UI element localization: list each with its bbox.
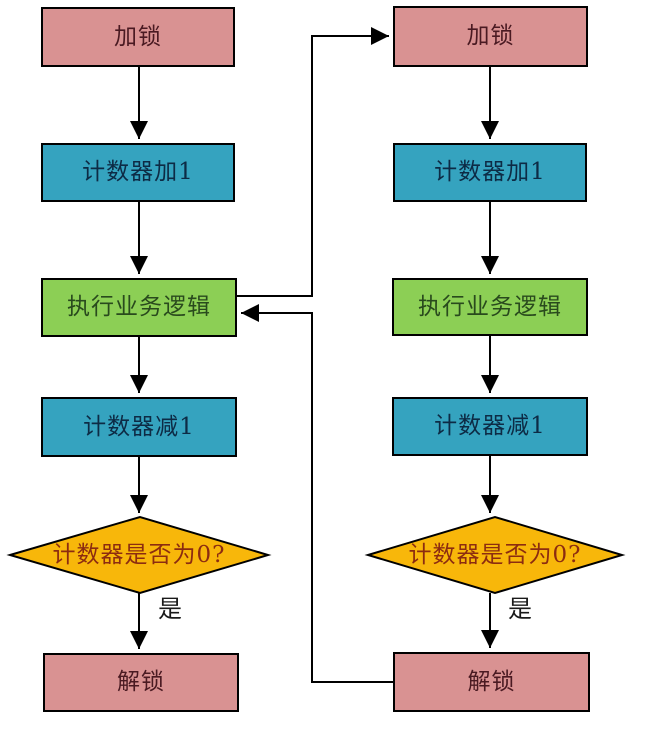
left-yes-label: 是 xyxy=(158,595,182,623)
connector-left-business-to-right-lock xyxy=(237,27,389,297)
right-unlock-box: 解锁 xyxy=(393,652,590,712)
left-decision-label: 计数器是否为0? xyxy=(52,541,226,568)
left-lock-box: 加锁 xyxy=(41,7,235,67)
right-decrement-box: 计数器减1 xyxy=(392,397,588,456)
right-increment-box: 计数器加1 xyxy=(393,143,587,202)
left-decrement-box: 计数器减1 xyxy=(41,397,237,457)
left-decision-diamond xyxy=(6,515,272,595)
connector-right-unlock-to-left-business xyxy=(241,304,393,683)
right-decision-label: 计数器是否为0? xyxy=(408,541,582,568)
right-decision-diamond xyxy=(364,515,626,595)
left-business-box: 执行业务逻辑 xyxy=(41,278,237,337)
right-lock-box: 加锁 xyxy=(393,6,588,67)
right-yes-label: 是 xyxy=(508,595,532,623)
left-increment-box: 计数器加1 xyxy=(41,143,235,202)
left-unlock-box: 解锁 xyxy=(43,653,239,712)
right-business-box: 执行业务逻辑 xyxy=(392,278,588,336)
